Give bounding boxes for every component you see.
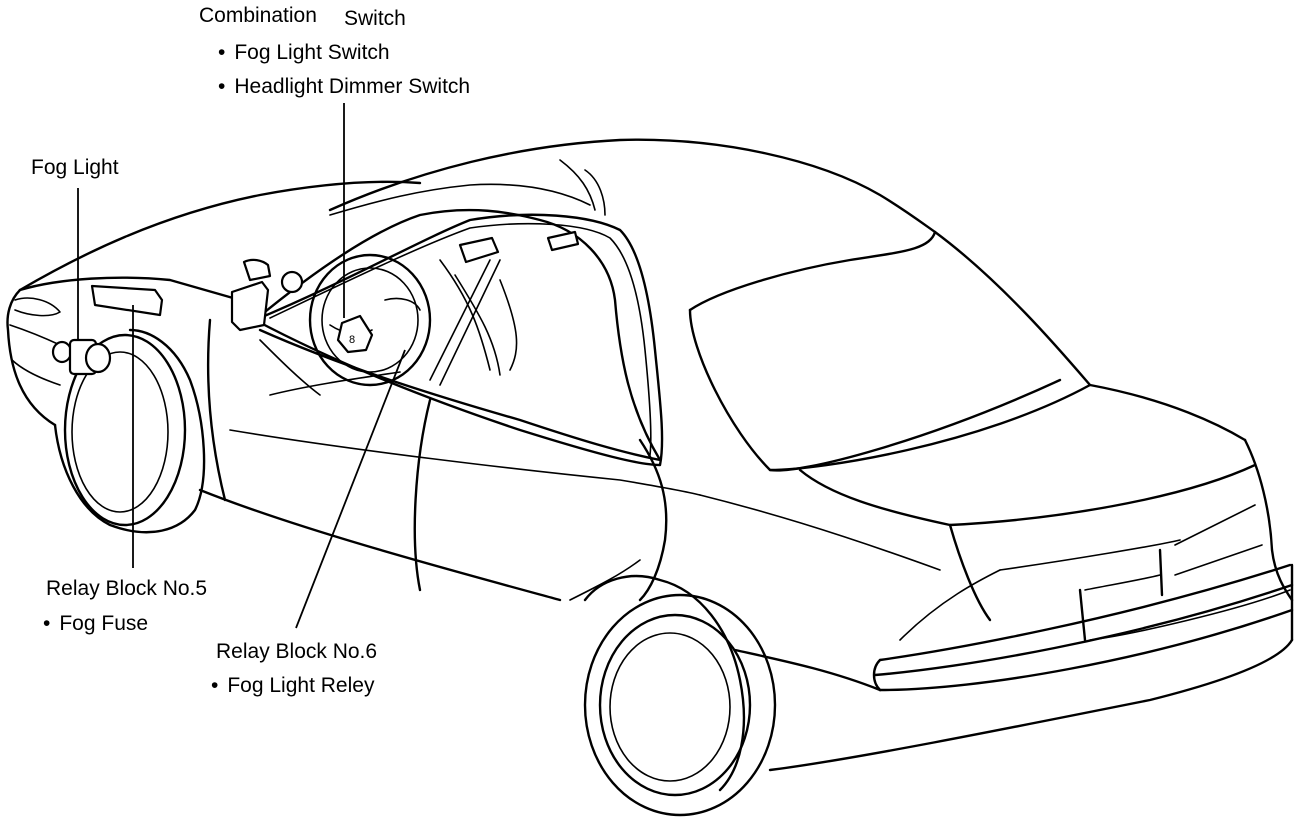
steering-wheel [308, 253, 432, 387]
relay-block-5-component [90, 284, 164, 317]
label-fog-light-switch: Fog Light Switch [218, 42, 389, 63]
relay-block-6-component: 8 [336, 314, 374, 354]
label-headlight-dimmer-switch: Headlight Dimmer Switch [218, 76, 470, 97]
label-fog-fuse: Fog Fuse [43, 613, 148, 634]
car-body [6, 138, 1294, 772]
leader-relay-block-6 [295, 349, 406, 629]
label-combination: Combination [199, 4, 317, 27]
front-wheel [53, 328, 206, 534]
label-fog-light: Fog Light [31, 156, 119, 179]
combination-switch-component [230, 230, 580, 332]
rear-wheel [583, 574, 777, 817]
label-fog-light-relay: Fog Light Reley [211, 675, 374, 696]
label-relay-block-6: Relay Block No.6 [216, 640, 378, 663]
wiring-harness [253, 208, 662, 462]
relay-block-6-tag: 8 [349, 334, 355, 346]
fog-light-component [51, 338, 112, 376]
label-switch: Switch [344, 7, 406, 30]
leader-lines [77, 103, 406, 629]
label-relay-block-5: Relay Block No.5 [46, 577, 208, 600]
